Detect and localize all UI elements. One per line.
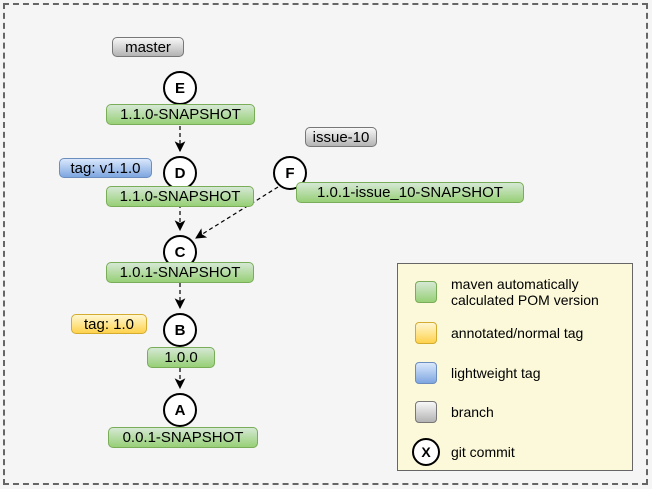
version-label-d: 1.1.0-SNAPSHOT — [106, 186, 254, 207]
legend-label: branch — [451, 404, 494, 420]
version-label-e: 1.1.0-SNAPSHOT — [106, 104, 255, 125]
commit-node-a: A — [163, 393, 197, 427]
legend-label: annotated/normal tag — [451, 325, 584, 341]
commit-node-d: D — [163, 156, 197, 190]
legend-box: maven automatically calculated POM versi… — [397, 263, 633, 471]
green-swatch-icon — [415, 280, 437, 303]
gray-swatch-icon — [415, 401, 437, 423]
version-label-a: 0.0.1-SNAPSHOT — [108, 427, 258, 448]
lightweight-tag-label: tag: v1.1.0 — [59, 158, 152, 178]
legend-label: lightweight tag — [451, 364, 541, 381]
legend-item-maven-version: maven automatically calculated POM versi… — [415, 268, 624, 315]
version-label-b: 1.0.0 — [147, 347, 215, 368]
legend-label: maven automatically calculated POM versi… — [451, 275, 599, 308]
branch-label-issue-10: issue-10 — [305, 127, 377, 147]
annotated-tag-label: tag: 1.0 — [71, 314, 147, 334]
legend-label: git commit — [451, 444, 515, 460]
commit-node-b: B — [163, 313, 197, 347]
branch-label-master: master — [112, 37, 184, 57]
version-label-f: 1.0.1-issue_10-SNAPSHOT — [296, 182, 524, 203]
legend-item-branch: branch — [415, 399, 624, 425]
commit-circle-icon: X — [412, 438, 440, 466]
yellow-swatch-icon — [415, 322, 437, 344]
arrow-f-to-c — [195, 186, 279, 239]
legend-item-git-commit: X git commit — [412, 438, 624, 466]
legend-item-annotated-tag: annotated/normal tag — [415, 320, 624, 346]
legend-item-lightweight-tag: lightweight tag — [415, 359, 624, 386]
commit-node-e: E — [163, 71, 197, 105]
version-label-c: 1.0.1-SNAPSHOT — [106, 262, 254, 283]
blue-swatch-icon — [415, 361, 437, 384]
